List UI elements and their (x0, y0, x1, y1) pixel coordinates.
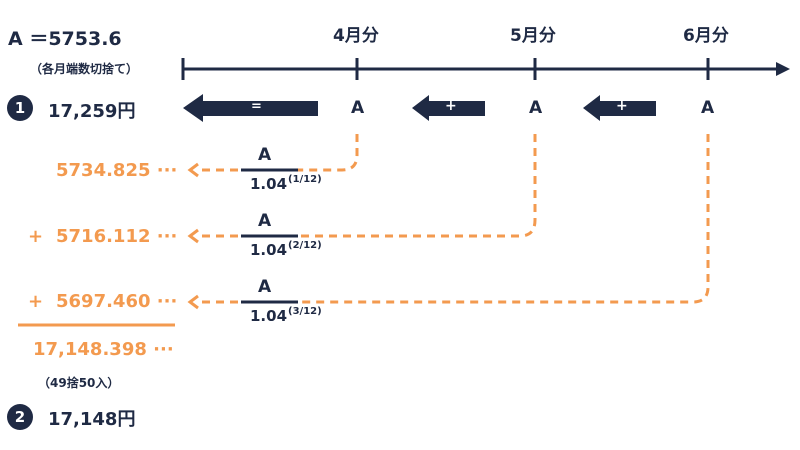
rounding-note: （各月端数切捨て） (30, 62, 139, 76)
total-1: 17,259円 (48, 101, 136, 122)
equals-sign: = (251, 99, 262, 114)
a-label-apr: A (351, 98, 365, 118)
sum-rounding-note: （49捨50入） (38, 376, 120, 390)
timeline-arrowhead (776, 62, 790, 76)
term-value-3: 5697.460 ··· (56, 291, 178, 312)
dashed-link-jun (298, 134, 710, 304)
month-label-apr: 4月分 (333, 26, 379, 46)
term-denominator-1: 1.04(1/12) (250, 174, 322, 193)
term-prefix-2: + (28, 226, 44, 247)
dashed-arrowhead-term-3 (187, 294, 199, 310)
dashed-link-may (298, 134, 537, 238)
term-exponent-3: (3/12) (288, 306, 322, 317)
arrow-equals (183, 94, 318, 122)
step-badge-2: 2 (7, 404, 33, 430)
plus-sign-1: + (445, 98, 457, 114)
dashed-arrowhead-term-2 (187, 228, 199, 244)
a-label-may: A (529, 98, 543, 118)
total-2: 17,148円 (48, 409, 136, 430)
term-exponent-1: (1/12) (288, 174, 322, 185)
term-denominator-3: 1.04(3/12) (250, 306, 322, 325)
dashed-arrowhead-term-1 (187, 162, 199, 178)
term-numerator-3: A (258, 277, 272, 297)
month-label-may: 5月分 (510, 26, 556, 46)
term-value-2: 5716.112 ··· (56, 226, 178, 247)
arrow-plus-2 (583, 95, 656, 121)
term-numerator-1: A (258, 145, 272, 165)
plus-sign-2: + (616, 98, 628, 114)
term-value-1: 5734.825 ··· (56, 160, 178, 181)
arrow-plus-1 (412, 95, 485, 121)
term-numerator-2: A (258, 211, 272, 231)
a-value-label: A ＝5753.6 (8, 28, 122, 50)
a-label-jun: A (701, 98, 715, 118)
term-denominator-2: 1.04(2/12) (250, 240, 322, 259)
step-badge-1: 1 (7, 95, 33, 121)
sum-value: 17,148.398 ··· (33, 339, 174, 360)
term-exponent-2: (2/12) (288, 240, 322, 251)
dashed-link-apr (298, 134, 359, 172)
month-label-jun: 6月分 (683, 26, 729, 46)
term-prefix-3: + (28, 291, 44, 312)
